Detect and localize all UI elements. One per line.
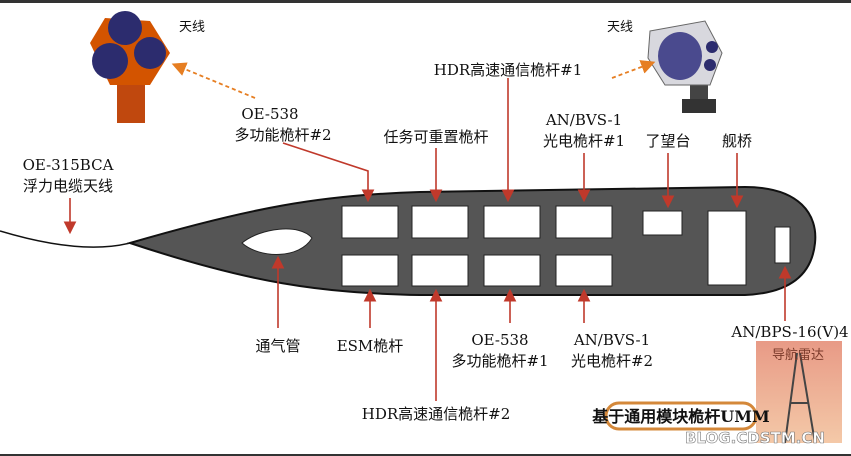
label-bvs1-name: 光电桅杆#1 (543, 132, 625, 150)
diagram-title: 基于通用模块桅杆UMM (591, 407, 769, 426)
label-bvs1-model: AN/BVS-1 (545, 111, 622, 129)
label-bps16-name: 导航雷达 (772, 347, 824, 363)
sail-diagram: 天线 天线 OE-538 多功能桅杆#2 HDR高速通信桅杆#1 任务可重置桅杆… (0, 11, 849, 447)
label-snorkel: 通气管 (255, 337, 300, 355)
title-badge (604, 401, 758, 431)
label-bvs2-name: 光电桅杆#2 (571, 352, 653, 370)
mast-slots (341, 205, 791, 287)
label-bvs2-model: AN/BVS-1 (573, 331, 650, 349)
label-hdr-1: HDR高速通信桅杆#1 (434, 61, 583, 79)
radar-photo (756, 341, 842, 444)
snorkel-opening (241, 228, 313, 255)
label-bridge: 舰桥 (722, 132, 752, 150)
label-oe315-name: 浮力电缆天线 (23, 177, 113, 195)
hdr-antenna-right (647, 20, 723, 113)
label-oe538-2-name: 多功能桅杆#2 (234, 126, 331, 144)
label-oe538-1-name: 多功能桅杆#1 (451, 352, 548, 370)
callout-arrows (63, 60, 792, 401)
watermark: BLOG.CDSTM.CN (685, 429, 825, 447)
label-antenna-left: 天线 (179, 20, 205, 35)
label-esm: ESM桅杆 (337, 337, 404, 355)
umm-antenna-left (90, 11, 170, 123)
label-oe315-model: OE-315BCA (23, 156, 114, 174)
buoyant-cable (0, 230, 131, 248)
label-hdr-2: HDR高速通信桅杆#2 (362, 405, 511, 423)
label-oe538-1-model: OE-538 (471, 331, 528, 349)
label-mission-mast: 任务可重置桅杆 (383, 128, 488, 146)
label-antenna-right: 天线 (607, 20, 633, 35)
label-bps16-model: AN/BPS-16(V)4 (730, 323, 848, 341)
label-lookout: 了望台 (645, 132, 690, 150)
label-oe538-2-model: OE-538 (241, 105, 298, 123)
